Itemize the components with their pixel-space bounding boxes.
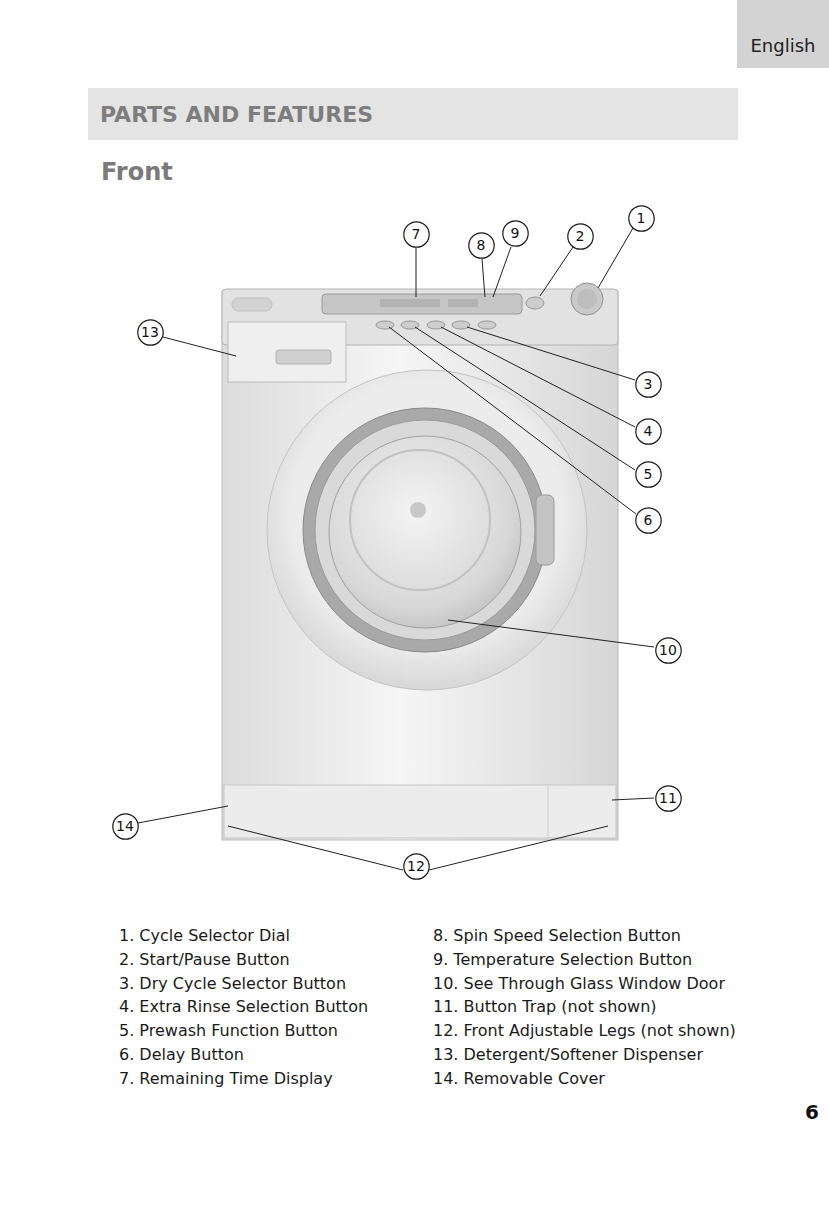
- part-list-item: 4. Extra Rinse Selection Button: [119, 997, 368, 1016]
- callout-number-text: 7: [412, 227, 421, 241]
- callout-number: 3: [635, 371, 662, 398]
- part-list-item: 2. Start/Pause Button: [119, 950, 290, 969]
- callout-number-text: 9: [511, 226, 520, 240]
- callout-number: 4: [635, 418, 662, 445]
- part-list-item: 13. Detergent/Softener Dispenser: [433, 1045, 703, 1064]
- callout-number-text: 10: [659, 643, 677, 657]
- language-tab: English: [737, 0, 829, 68]
- callout-number-text: 8: [477, 238, 486, 252]
- part-list-item: 8. Spin Speed Selection Button: [433, 926, 681, 945]
- callout-number: 1: [628, 205, 655, 232]
- part-list-item: 14. Removable Cover: [433, 1069, 605, 1088]
- callout-number-text: 6: [644, 513, 653, 527]
- callout-number: 8: [468, 232, 495, 259]
- part-list-item: 6. Delay Button: [119, 1045, 244, 1064]
- section-heading: PARTS AND FEATURES: [100, 102, 373, 127]
- language-label: English: [751, 35, 816, 56]
- callout-number: 6: [635, 507, 662, 534]
- callout-number: 12: [403, 853, 430, 880]
- page-number: 6: [805, 1100, 819, 1124]
- callout-number-text: 13: [141, 325, 159, 339]
- part-list-item: 7. Remaining Time Display: [119, 1069, 333, 1088]
- part-list-item: 12. Front Adjustable Legs (not shown): [433, 1021, 736, 1040]
- callout-number: 5: [635, 461, 662, 488]
- part-list-item: 9. Temperature Selection Button: [433, 950, 692, 969]
- section-heading-band: PARTS AND FEATURES: [88, 88, 738, 140]
- callout-number-text: 14: [116, 819, 134, 833]
- part-list-item: 3. Dry Cycle Selector Button: [119, 974, 346, 993]
- callout-number: 11: [655, 785, 682, 812]
- washer-body: [222, 283, 618, 840]
- callout-number: 13: [137, 319, 164, 346]
- callout-number-text: 1: [637, 211, 646, 225]
- callout-number: 10: [655, 637, 682, 664]
- callout-number: 2: [567, 223, 594, 250]
- part-list-item: 11. Button Trap (not shown): [433, 997, 657, 1016]
- callout-number: 14: [112, 813, 139, 840]
- part-list-item: 1. Cycle Selector Dial: [119, 926, 290, 945]
- part-list-item: 5. Prewash Function Button: [119, 1021, 338, 1040]
- callout-number-text: 11: [659, 791, 677, 805]
- callout-number-text: 12: [407, 859, 425, 873]
- callout-number-text: 4: [644, 424, 653, 438]
- leader-lines: [138, 228, 654, 870]
- callout-number: 7: [403, 221, 430, 248]
- callout-number-text: 3: [644, 377, 653, 391]
- callout-number-text: 2: [576, 229, 585, 243]
- section-subheading: Front: [101, 158, 173, 186]
- callout-number-text: 5: [644, 467, 653, 481]
- callout-number: 9: [502, 220, 529, 247]
- part-list-item: 10. See Through Glass Window Door: [433, 974, 725, 993]
